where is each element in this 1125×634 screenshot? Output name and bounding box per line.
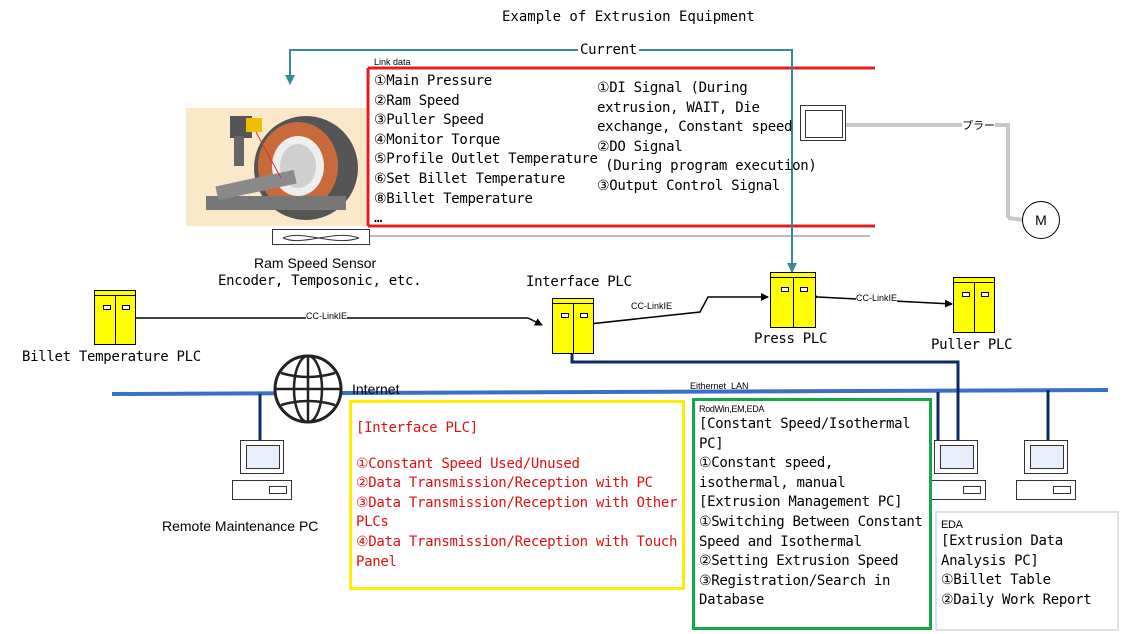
current-arrow-left [285, 49, 650, 85]
signal-item: ②DO Signal [597, 138, 683, 155]
signal-item: exchange, Constant speed ON) [597, 119, 825, 136]
rodwin-box-line: [Constant Speed/Isothermal [699, 416, 911, 432]
motor-line [1007, 216, 1025, 222]
puller-plc-label: Puller PLC [931, 337, 1013, 353]
rodwin-box-header: RodWin,EM,EDA [699, 404, 765, 414]
link-data-item: ⑤Profile Outlet Temperature [374, 151, 598, 168]
interface-box-item: ②Data Transmission/Reception with PC [356, 475, 653, 492]
link-data-item: ⑥Set Billet Temperature [374, 170, 566, 187]
puller-plc [953, 277, 995, 333]
eda-box-line: ①Billet Table [941, 572, 1051, 589]
rodwin-box-line: isothermal, manual [699, 474, 846, 491]
puller-connector-icon [800, 105, 846, 141]
rodwin-box-line: Database [699, 592, 765, 609]
motor-icon: M [1022, 201, 1060, 239]
rodwin-box-line: ①Constant speed, [699, 455, 834, 472]
link-data-item: ⑧Billet Temperature [374, 190, 533, 207]
globe-icon [272, 353, 344, 425]
link-data-item: ③Puller Speed [374, 112, 484, 129]
ram-speed-sensor-icon [272, 229, 370, 245]
puller-label: プラー [962, 117, 995, 133]
link-data-item: ②Ram Speed [374, 92, 460, 109]
cc-press-line [579, 293, 769, 326]
press-plc-label: Press PLC [754, 331, 828, 347]
remote-maintenance-pc-label: Remote Maintenance PC [162, 518, 319, 534]
rodwin-box-line: ①Switching Between Constant [699, 513, 923, 530]
interface-box-item: Panel [356, 553, 397, 570]
link-data-item: ④Monitor Torque [374, 131, 501, 148]
cc-link-puller-label: CC-LinkIE [856, 293, 898, 303]
link-data-item: … [374, 210, 383, 227]
interface-box-item: PLCs [356, 514, 389, 531]
remote-maintenance-pc-icon [232, 440, 292, 508]
eda-pc-icon [1016, 440, 1076, 508]
signal-item: ③Output Control Signal [597, 177, 780, 194]
link-data-list: ①Main Pressure ②Ram Speed ③Puller Speed … [374, 72, 598, 229]
signal-item: (During program execution) [597, 158, 817, 175]
diagram-title: Example of Extrusion Equipment [502, 9, 755, 25]
rodwin-box: RodWin,EM,EDA [Constant Speed/Isothermal… [692, 398, 932, 630]
eda-box: EDA [Extrusion Data Analysis PC] ①Billet… [935, 511, 1119, 631]
rodwin-box-line: ②Setting Extrusion Speed [699, 553, 899, 570]
link-data-header: Link data [374, 57, 411, 67]
interface-box-item: ①Constant Speed Used/Unused [356, 455, 580, 472]
cc-billet-line-end [527, 317, 543, 326]
billet-temperature-plc-label: Billet Temperature PLC [22, 349, 201, 365]
cc-link-billet-label: CC-LinkIE [306, 311, 348, 321]
interface-box-item: ④Data Transmission/Reception with Touch [356, 533, 678, 550]
eda-box-line: [Extrusion Data [941, 533, 1063, 549]
cc-link-press-label: CC-LinkIE [631, 301, 673, 311]
billet-temperature-plc [94, 290, 136, 345]
rodwin-box-line: ③Registration/Search in [699, 572, 891, 589]
current-arrow-press [650, 49, 797, 273]
rodwin-box-line: Speed and Isothermal [699, 533, 862, 550]
interface-plc-label: Interface PLC [526, 274, 632, 290]
interface-box-title: [Interface PLC] [356, 420, 478, 436]
press-plc [770, 272, 816, 328]
rodwin-box-line: PC] [699, 435, 724, 452]
extrusion-press-illustration [186, 108, 366, 226]
rodwin-box-line: [Extrusion Management PC] [699, 494, 903, 511]
sensor-label-1: Ram Speed Sensor [254, 255, 377, 271]
signal-item: ①DI Signal (During [597, 80, 748, 96]
extrusion-press-icon [206, 116, 358, 220]
interface-box-item: ③Data Transmission/Reception with Other [356, 494, 678, 511]
ethernet-label: Eithernet LAN [690, 381, 749, 391]
motor-label: M [1035, 212, 1047, 228]
signal-item: extrusion, WAIT, Die [597, 99, 760, 116]
link-data-item: ①Main Pressure [374, 73, 492, 89]
signal-list: ①DI Signal (During extrusion, WAIT, Die … [597, 79, 825, 197]
interface-plc [552, 298, 594, 354]
interface-plc-box: [Interface PLC] ①Constant Speed Used/Unu… [349, 400, 685, 590]
eda-box-header: EDA [941, 519, 963, 531]
eda-box-line: ②Daily Work Report [941, 591, 1092, 608]
internet-label: Internet [352, 381, 400, 397]
constant-speed-pc-icon [926, 440, 986, 508]
current-label: Current [578, 42, 639, 58]
sensor-label-2: Encoder, Temposonic, etc. [218, 273, 422, 289]
eda-box-line: Analysis PC] [941, 552, 1039, 569]
